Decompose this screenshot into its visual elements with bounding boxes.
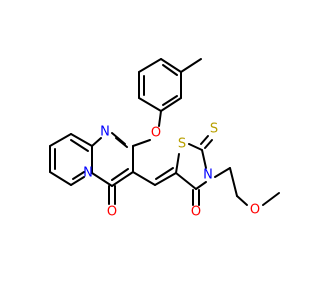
bond — [132, 139, 151, 147]
bond — [236, 195, 248, 206]
bond — [180, 58, 202, 73]
atom-n-thiazolidine: N — [203, 168, 213, 183]
methoxyethyl-chain — [214, 167, 280, 206]
bond — [175, 172, 197, 190]
bond — [138, 97, 162, 112]
bond — [72, 171, 85, 180]
bond — [229, 167, 238, 197]
atom-o-methoxy: O — [250, 203, 260, 218]
bond — [138, 58, 162, 73]
bond — [162, 95, 178, 106]
atom-o-carbonyl-thiazol: O — [191, 205, 201, 220]
bond — [111, 132, 126, 145]
bond — [195, 181, 207, 190]
molecule-structure: N N O O S S N O O — [49, 58, 280, 220]
bond — [111, 168, 129, 181]
bond — [70, 133, 93, 147]
bond — [262, 192, 280, 206]
atom-s-thione: S — [210, 122, 218, 137]
methylidene-link — [132, 167, 177, 186]
pyrido-carbonyl — [108, 185, 116, 205]
pyridine-ring — [49, 133, 93, 186]
bond — [200, 135, 209, 145]
bond — [115, 137, 128, 148]
bond — [214, 167, 231, 178]
thiazolidine-ring — [175, 135, 213, 206]
bond — [111, 171, 134, 187]
atom-n-pyrimidine: N — [100, 125, 110, 140]
bond — [201, 149, 207, 169]
tolyl-ring — [138, 58, 202, 112]
bond — [158, 110, 162, 127]
atom-labels: N N O O S S N O O — [83, 122, 260, 220]
atom-o-carbonyl-pyrido: O — [107, 205, 117, 220]
bond — [70, 139, 89, 152]
bond — [188, 143, 203, 151]
bond — [132, 171, 156, 186]
bond — [91, 172, 113, 187]
bond — [49, 133, 72, 147]
pyrimidinone-ring — [91, 132, 134, 187]
bond — [155, 167, 174, 180]
bond — [160, 58, 182, 73]
bond — [70, 176, 85, 186]
atom-n-bridge: N — [83, 166, 93, 181]
bond — [91, 137, 102, 147]
bond — [162, 64, 178, 76]
ether-link — [132, 110, 162, 147]
bond — [175, 153, 180, 174]
bond — [49, 171, 72, 186]
atom-s-ring: S — [178, 137, 186, 152]
atom-o-ether: O — [151, 126, 161, 141]
bond — [154, 172, 177, 186]
bond — [204, 139, 213, 149]
bond — [160, 97, 182, 112]
